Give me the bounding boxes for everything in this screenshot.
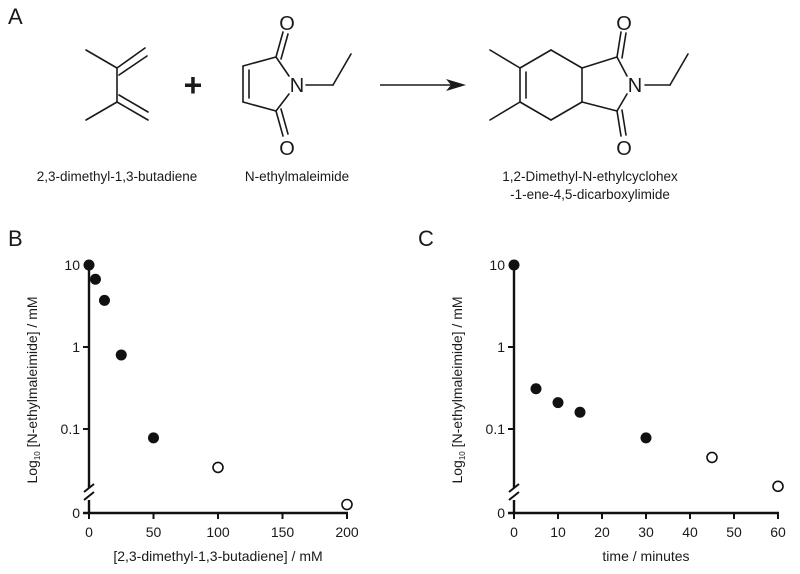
plus-sign: + bbox=[184, 67, 203, 103]
y-tick-label: 0 bbox=[72, 505, 80, 521]
x-tick-label: 40 bbox=[682, 524, 698, 540]
product-structure: N O O bbox=[489, 13, 689, 160]
product-oxygen-bottom: O bbox=[616, 138, 632, 160]
y-tick-label: 1 bbox=[497, 339, 505, 355]
data-point-filled bbox=[98, 294, 110, 306]
data-point-filled bbox=[574, 406, 586, 418]
data-point-filled bbox=[115, 349, 127, 361]
maleimide-structure: N O O bbox=[242, 13, 352, 160]
panel-letter-a: A bbox=[8, 4, 23, 29]
x-tick-label: 30 bbox=[638, 524, 654, 540]
x-tick-label: 150 bbox=[271, 524, 295, 540]
maleimide-nitrogen: N bbox=[290, 75, 304, 97]
maleimide-oxygen-top: O bbox=[279, 13, 295, 35]
data-point-open bbox=[772, 480, 784, 493]
y-axis-title: Log10 [N-ethylmaleimide] / mM bbox=[449, 296, 467, 483]
x-tick-label: 100 bbox=[206, 524, 230, 540]
axis-break-mark bbox=[508, 483, 520, 493]
x-tick-label: 200 bbox=[335, 524, 359, 540]
y-tick-label: 1 bbox=[72, 339, 80, 355]
y-tick-label: 10 bbox=[489, 257, 505, 273]
panel-c: C 0 0.1 1 10 0 10 20 30 40 50 60 time / minutes Log1… bbox=[418, 226, 786, 564]
y-tick-label: 0 bbox=[497, 505, 505, 521]
x-axis-title: [2,3-dimethyl-1,3-butadiene] / mM bbox=[113, 548, 322, 564]
x-tick-label: 0 bbox=[85, 524, 93, 540]
reaction-arrow bbox=[380, 79, 466, 91]
data-point-filled bbox=[89, 273, 101, 285]
maleimide-oxygen-bottom: O bbox=[279, 138, 295, 160]
y-tick-label: 0.1 bbox=[61, 421, 81, 437]
data-point-open bbox=[212, 461, 224, 474]
y-axis-title: Log10 [N-ethylmaleimide] / mM bbox=[24, 296, 42, 483]
product-oxygen-top: O bbox=[616, 13, 632, 35]
data-point-filled bbox=[83, 259, 95, 271]
y-tick-label: 0.1 bbox=[486, 421, 506, 437]
x-tick-label: 60 bbox=[770, 524, 786, 540]
butadiene-label: 2,3-dimethyl-1,3-butadiene bbox=[37, 169, 198, 184]
data-point-open bbox=[341, 498, 353, 511]
data-point-filled bbox=[640, 432, 652, 444]
maleimide-label: N-ethylmaleimide bbox=[245, 169, 349, 184]
product-label-line2: -1-ene-4,5-dicarboxylimide bbox=[510, 187, 670, 202]
axis-break-mark bbox=[83, 483, 95, 493]
x-axis-title: time / minutes bbox=[602, 548, 689, 564]
x-tick-label: 0 bbox=[510, 524, 518, 540]
x-tick-label: 10 bbox=[550, 524, 566, 540]
axis-break-mark bbox=[83, 491, 95, 501]
panel-letter-c: C bbox=[418, 226, 434, 251]
data-point-open bbox=[706, 451, 718, 464]
product-label-line1: 1,2-Dimethyl-N-ethylcyclohex bbox=[502, 169, 678, 184]
x-tick-label: 50 bbox=[146, 524, 162, 540]
panel-letter-b: B bbox=[8, 226, 23, 251]
data-point-filled bbox=[508, 259, 520, 271]
x-tick-label: 20 bbox=[594, 524, 610, 540]
axis-break-mark bbox=[508, 491, 520, 501]
product-nitrogen: N bbox=[628, 75, 642, 97]
chart-c-plot: 0 0.1 1 10 0 10 20 30 40 50 60 time / minutes Log10 … bbox=[449, 257, 786, 564]
data-point-filled bbox=[530, 383, 542, 395]
panel-a: A 2,3-dimethyl-1,3-butadiene + bbox=[8, 4, 689, 202]
y-tick-label: 10 bbox=[64, 257, 80, 273]
data-point-filled bbox=[552, 397, 564, 409]
x-tick-label: 50 bbox=[726, 524, 742, 540]
butadiene-structure bbox=[85, 47, 149, 121]
data-point-filled bbox=[148, 432, 159, 444]
